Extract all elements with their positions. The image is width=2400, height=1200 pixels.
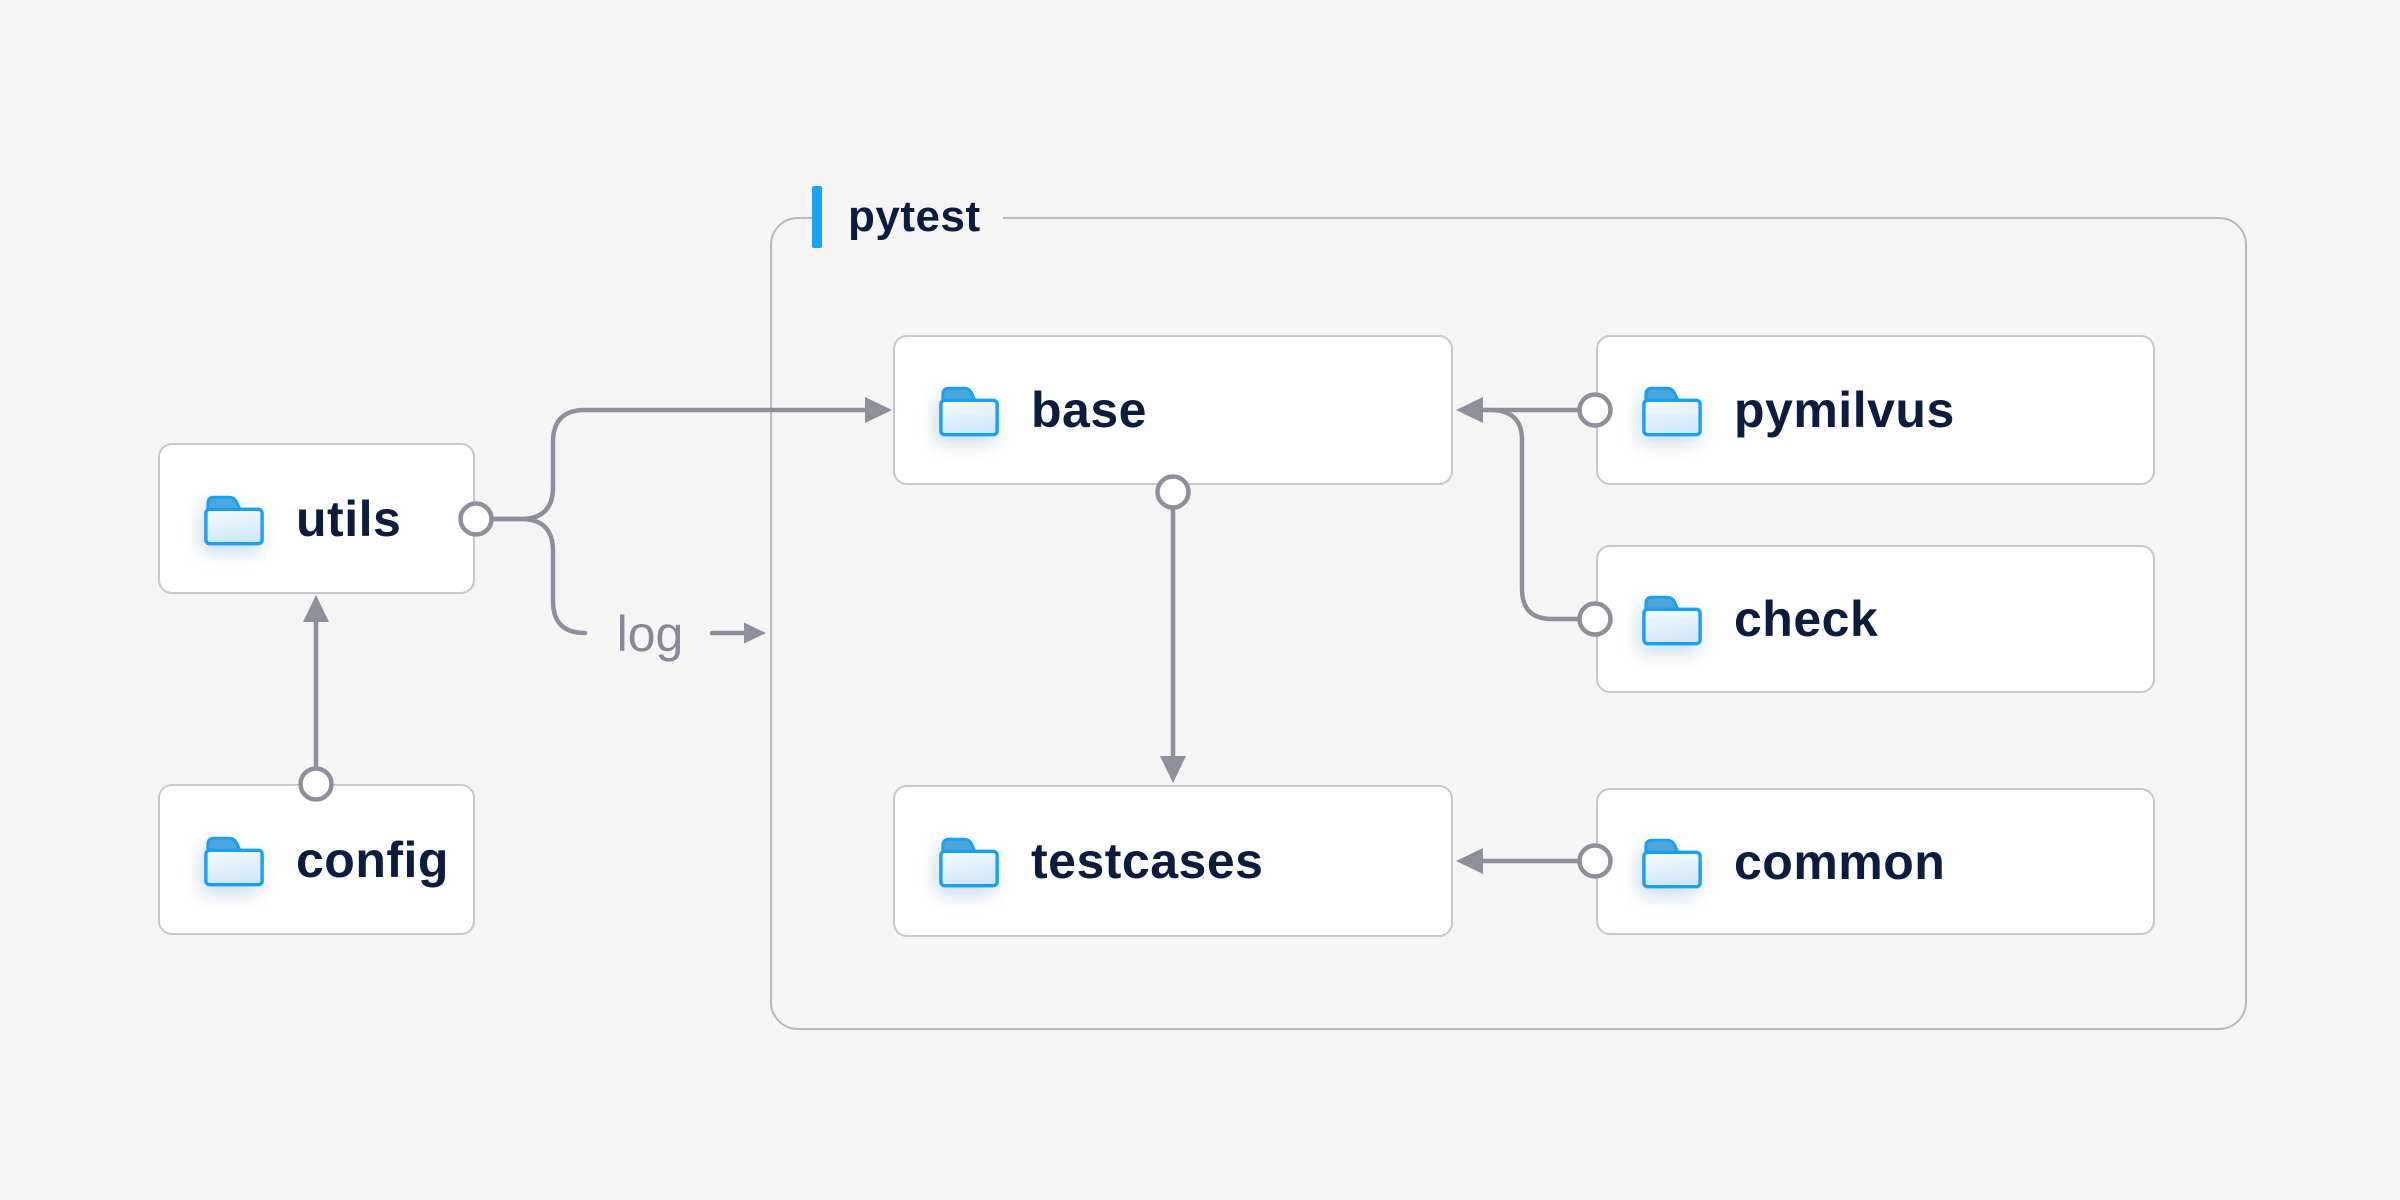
- node-label: common: [1734, 833, 1946, 890]
- folder-body: [1642, 607, 1702, 646]
- node-base: base: [893, 335, 1453, 485]
- folder-icon: [939, 837, 999, 888]
- node-label: base: [1031, 382, 1147, 438]
- folder-body: [939, 398, 999, 437]
- node-config: config: [158, 784, 475, 935]
- node-label: check: [1734, 591, 1879, 647]
- folder-body: [1642, 398, 1702, 437]
- folder-icon: [1642, 838, 1702, 888]
- node-check: check: [1596, 545, 2155, 693]
- folder-icon: [204, 495, 264, 545]
- folder-body: [204, 507, 264, 545]
- node-utils: utils: [158, 443, 475, 594]
- folder-body: [939, 849, 999, 888]
- folder-icon: [204, 836, 264, 886]
- edge-label-log: log: [616, 606, 684, 662]
- pytest-label-group: pytest: [812, 185, 1003, 249]
- folder-body: [204, 848, 264, 886]
- arrowhead-into-utils: [303, 595, 329, 622]
- node-testcases: testcases: [893, 785, 1453, 937]
- accent-bar: [812, 186, 822, 248]
- node-label: testcases: [1031, 833, 1264, 889]
- pytest-label: pytest: [848, 192, 981, 241]
- node-label: pymilvus: [1734, 382, 1955, 438]
- pytest-container: [770, 217, 2247, 1030]
- folder-icon: [1642, 386, 1702, 437]
- node-pymilvus: pymilvus: [1596, 335, 2155, 485]
- node-label: utils: [296, 490, 402, 547]
- edge-utils-log: [489, 516, 588, 636]
- node-common: common: [1596, 788, 2155, 935]
- arrowhead-log: [744, 622, 766, 644]
- folder-body: [1642, 850, 1702, 888]
- node-label: config: [296, 831, 449, 888]
- folder-icon: [1642, 595, 1702, 646]
- folder-icon: [939, 386, 999, 437]
